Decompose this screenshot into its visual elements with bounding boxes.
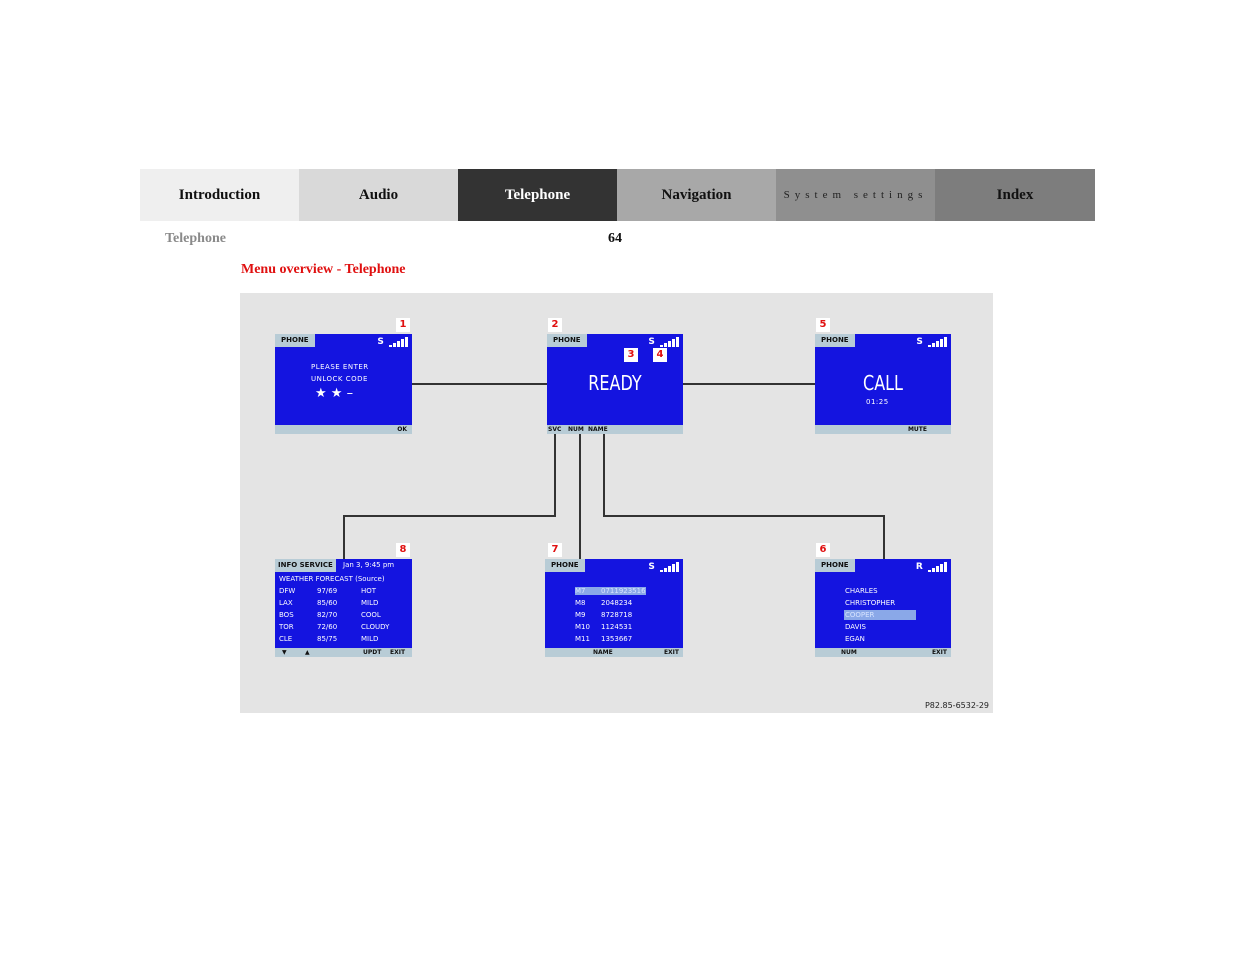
softkey-bar: SVC NUM NAME bbox=[547, 425, 683, 434]
callout-8: 8 bbox=[396, 543, 410, 557]
tab-system-settings[interactable]: System settings bbox=[776, 169, 935, 221]
status-text: READY bbox=[588, 371, 642, 395]
screen-label: PHONE bbox=[815, 559, 855, 572]
tab-telephone[interactable]: Telephone bbox=[458, 169, 617, 221]
screen-label: PHONE bbox=[547, 334, 587, 347]
code-entry: ★ ★ – bbox=[315, 386, 354, 401]
signal-strength-icon: S bbox=[377, 334, 408, 347]
list-item: DAVIS bbox=[845, 623, 866, 631]
forecast-title: WEATHER FORECAST (Source) bbox=[279, 575, 385, 583]
exit-softkey: EXIT bbox=[390, 649, 406, 656]
scroll-down-icon: ▼ bbox=[282, 649, 287, 656]
chapter-tabs: Introduction Audio Telephone Navigation … bbox=[140, 169, 1095, 221]
callout-1: 1 bbox=[396, 318, 410, 332]
softkey-bar: OK bbox=[275, 425, 412, 434]
page-heading: Menu overview - Telephone bbox=[241, 262, 406, 277]
mute-softkey: MUTE bbox=[907, 426, 927, 433]
call-timer: 01:25 bbox=[866, 398, 889, 406]
tab-index[interactable]: Index bbox=[935, 169, 1095, 221]
section-title: Telephone bbox=[165, 231, 226, 246]
prompt-line-1: PLEASE ENTER bbox=[311, 363, 369, 371]
softkey-bar: MUTE bbox=[815, 425, 951, 434]
screen-label: PHONE bbox=[275, 334, 315, 347]
softkey-bar: NUM EXIT bbox=[815, 648, 951, 657]
tab-navigation[interactable]: Navigation bbox=[617, 169, 776, 221]
figure-code: P82.85-6532-29 bbox=[924, 701, 989, 710]
ok-softkey: OK bbox=[397, 426, 407, 433]
date-time: Jan 3, 9:45 pm bbox=[339, 559, 412, 572]
screen-call: PHONE S CALL 01:25 MUTE bbox=[815, 334, 951, 434]
svc-softkey: SVC bbox=[548, 426, 562, 433]
tab-introduction[interactable]: Introduction bbox=[140, 169, 299, 221]
num-softkey: NUM bbox=[568, 426, 584, 433]
num-softkey: NUM bbox=[841, 649, 857, 656]
menu-overview-figure: 1 PHONE S PLEASE ENTER UNLOCK CODE ★ ★ –… bbox=[240, 293, 993, 713]
callout-5: 5 bbox=[816, 318, 830, 332]
callout-6: 6 bbox=[816, 543, 830, 557]
name-softkey: NAME bbox=[588, 426, 608, 433]
status-text: CALL bbox=[863, 371, 903, 395]
callout-3: 3 bbox=[624, 348, 638, 362]
callout-2: 2 bbox=[548, 318, 562, 332]
list-item-selected: COOPER bbox=[844, 610, 916, 620]
softkey-bar: ▼ ▲ UPDT EXIT bbox=[275, 648, 412, 657]
page-number: 64 bbox=[608, 231, 622, 246]
screen-info-service: INFO SERVICE Jan 3, 9:45 pm WEATHER FORE… bbox=[275, 559, 412, 657]
name-softkey: NAME bbox=[593, 649, 613, 656]
screen-name-list: PHONE R CHARLES CHRISTOPHER COOPER DAVIS… bbox=[815, 559, 951, 657]
screen-label: PHONE bbox=[815, 334, 855, 347]
scroll-up-icon: ▲ bbox=[305, 649, 310, 656]
list-item: CHARLES bbox=[845, 587, 878, 595]
screen-label: PHONE bbox=[545, 559, 585, 572]
signal-strength-icon: R bbox=[916, 559, 947, 572]
prompt-line-2: UNLOCK CODE bbox=[311, 375, 368, 383]
screen-unlock-code: PHONE S PLEASE ENTER UNLOCK CODE ★ ★ – O… bbox=[275, 334, 412, 434]
screen-ready: PHONE S 3 4 READY SVC NUM NAME bbox=[547, 334, 683, 434]
tab-audio[interactable]: Audio bbox=[299, 169, 458, 221]
connector-lines bbox=[343, 383, 885, 559]
list-item: CHRISTOPHER bbox=[845, 599, 896, 607]
callout-7: 7 bbox=[548, 543, 562, 557]
callout-4: 4 bbox=[653, 348, 667, 362]
signal-strength-icon: S bbox=[648, 559, 679, 572]
screen-label: INFO SERVICE bbox=[275, 559, 336, 572]
update-softkey: UPDT bbox=[363, 649, 382, 656]
signal-strength-icon: S bbox=[916, 334, 947, 347]
signal-strength-icon: S bbox=[648, 334, 679, 347]
list-item: EGAN bbox=[845, 635, 865, 643]
softkey-bar: NAME EXIT bbox=[545, 648, 683, 657]
exit-softkey: EXIT bbox=[663, 649, 679, 656]
exit-softkey: EXIT bbox=[931, 649, 947, 656]
